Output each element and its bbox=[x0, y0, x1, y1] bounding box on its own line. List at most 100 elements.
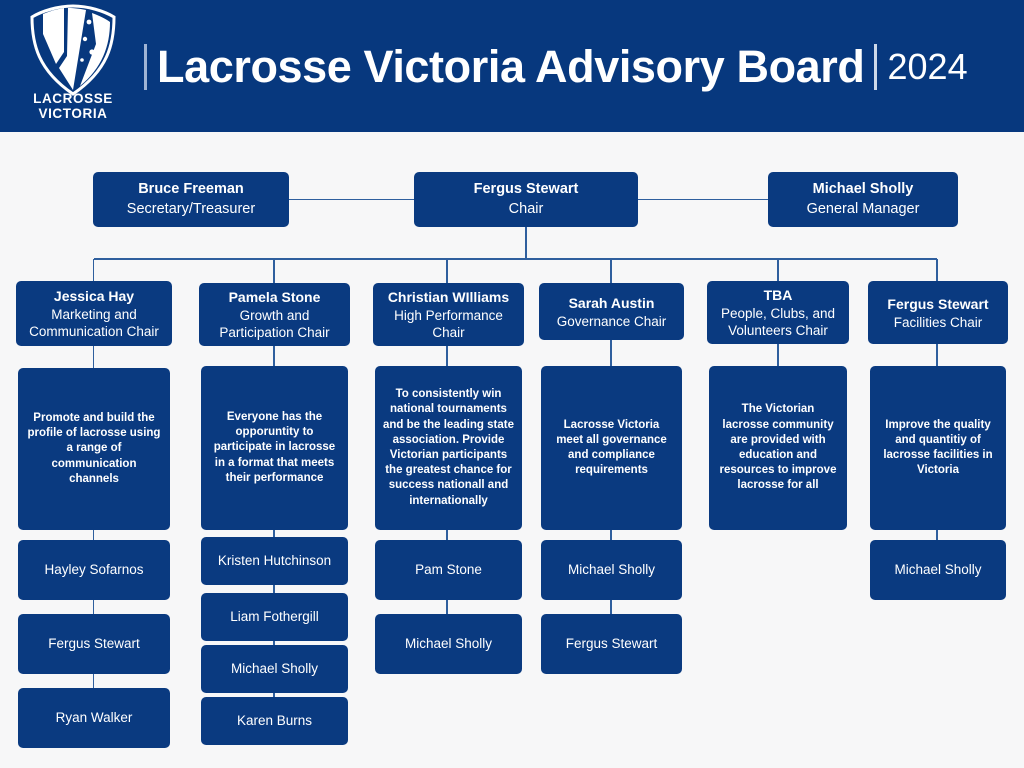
connector-top-left-to-chair bbox=[289, 198, 414, 201]
page-title-row: Lacrosse Victoria Advisory Board 2024 bbox=[144, 36, 968, 98]
mission-text: The Victorian lacrosse community are pro… bbox=[719, 403, 837, 492]
chair-role: Governance Chair bbox=[556, 313, 667, 329]
connector-col2-bus-drop bbox=[446, 259, 448, 283]
connector-col0-member-2-link bbox=[92, 674, 95, 688]
connector-col3-member-1-link bbox=[610, 600, 612, 614]
connector-top-chair-to-right bbox=[638, 198, 768, 201]
connector-col1-member-1-link bbox=[273, 585, 275, 593]
chair-name: Jessica Hay bbox=[53, 288, 135, 304]
member-name: Hayley Sofarnos bbox=[44, 562, 144, 577]
chair-node-4[interactable]: TBA People, Clubs, and Volunteers Chair bbox=[707, 281, 849, 344]
connector-col4-chair-to-mission bbox=[777, 344, 779, 366]
connector-col0-chair-to-mission bbox=[92, 346, 95, 368]
connector-col2-chair-to-mission bbox=[446, 346, 448, 366]
mission-node-1[interactable]: Everyone has the opporuntity to particip… bbox=[201, 366, 348, 530]
logo-wordmark: LACROSSE VICTORIA bbox=[18, 91, 128, 121]
chair-role: Marketing and Communication Chair bbox=[29, 307, 159, 339]
member-name: Karen Burns bbox=[236, 713, 313, 728]
connector-col1-member-3-link bbox=[273, 693, 275, 697]
connector-col3-bus-drop bbox=[610, 259, 612, 283]
connector-col5-bus-drop bbox=[936, 259, 938, 281]
mission-text: Promote and build the profile of lacross… bbox=[27, 411, 161, 485]
connector-col2-member-0-link bbox=[446, 530, 448, 540]
connector-distribution-bus bbox=[93, 258, 937, 260]
member-name: Michael Sholly bbox=[404, 636, 493, 651]
member-name: Pam Stone bbox=[415, 562, 482, 577]
member-node-1-2[interactable]: Michael Sholly bbox=[201, 645, 348, 693]
connector-chair-trunk bbox=[525, 227, 527, 259]
connector-col1-chair-to-mission bbox=[273, 346, 275, 366]
mission-node-3[interactable]: Lacrosse Victoria meet all governance an… bbox=[541, 366, 682, 530]
page-year: 2024 bbox=[887, 46, 968, 87]
logo-line-2: VICTORIA bbox=[38, 105, 108, 121]
chair-name: Fergus Stewart bbox=[887, 295, 989, 312]
mission-node-2[interactable]: To consistently win national tournaments… bbox=[375, 366, 522, 530]
connector-col5-chair-to-mission bbox=[936, 344, 938, 366]
member-node-0-2[interactable]: Ryan Walker bbox=[18, 688, 170, 748]
chair-name: Sarah Austin bbox=[568, 294, 655, 311]
title-left-divider bbox=[144, 44, 147, 90]
connector-col1-member-2-link bbox=[273, 641, 275, 645]
member-name: Fergus Stewart bbox=[565, 636, 658, 651]
member-node-1-1[interactable]: Liam Fothergill bbox=[201, 593, 348, 641]
member-name: Michael Sholly bbox=[567, 562, 656, 577]
mission-node-4[interactable]: The Victorian lacrosse community are pro… bbox=[709, 366, 847, 530]
connector-col3-chair-to-mission bbox=[610, 340, 612, 366]
member-name: Michael Sholly bbox=[230, 661, 319, 676]
lacrosse-victoria-logo: LACROSSE VICTORIA bbox=[18, 4, 128, 128]
connector-col0-member-1-link bbox=[92, 600, 95, 614]
member-node-2-0[interactable]: Pam Stone bbox=[375, 540, 522, 600]
shield-southern-cross-icon bbox=[30, 4, 116, 96]
chair-name: Christian WIlliams bbox=[387, 289, 510, 305]
member-node-5-0[interactable]: Michael Sholly bbox=[870, 540, 1006, 600]
member-name: Liam Fothergill bbox=[230, 609, 319, 624]
connector-col0-member-0-link bbox=[92, 530, 95, 540]
connector-col3-member-0-link bbox=[610, 530, 612, 540]
member-name: Michael Sholly bbox=[894, 562, 982, 577]
page-header-banner: LACROSSE VICTORIA Lacrosse Victoria Advi… bbox=[0, 0, 1024, 132]
title-right-divider bbox=[873, 44, 877, 90]
member-name: Fergus Stewart bbox=[48, 636, 140, 651]
chair-name: TBA bbox=[763, 287, 793, 303]
mission-text: Improve the quality and quantitiy of lac… bbox=[883, 418, 993, 477]
member-name: Kristen Hutchinson bbox=[217, 553, 332, 568]
mission-text: To consistently win national tournaments… bbox=[383, 388, 514, 507]
chair-role: People, Clubs, and Volunteers Chair bbox=[720, 306, 836, 338]
member-name: Ryan Walker bbox=[55, 710, 133, 725]
connector-col5-member-0-link bbox=[936, 530, 938, 540]
node-role: Chair bbox=[508, 201, 544, 217]
page-title: Lacrosse Victoria Advisory Board bbox=[157, 41, 865, 92]
member-node-3-1[interactable]: Fergus Stewart bbox=[541, 614, 682, 674]
chair-role: Growth and Participation Chair bbox=[219, 308, 330, 340]
connector-col1-member-0-link bbox=[273, 530, 275, 537]
node-role: Secretary/Treasurer bbox=[126, 201, 256, 217]
member-node-2-1[interactable]: Michael Sholly bbox=[375, 614, 522, 674]
member-node-1-3[interactable]: Karen Burns bbox=[201, 697, 348, 745]
member-node-3-0[interactable]: Michael Sholly bbox=[541, 540, 682, 600]
chair-role: High Performance Chair bbox=[394, 308, 503, 340]
chair-name: Pamela Stone bbox=[228, 289, 321, 305]
logo-line-1: LACROSSE bbox=[33, 91, 113, 106]
member-node-0-0[interactable]: Hayley Sofarnos bbox=[18, 540, 170, 600]
node-name: Michael Sholly bbox=[812, 181, 914, 197]
member-node-0-1[interactable]: Fergus Stewart bbox=[18, 614, 170, 674]
connector-col4-bus-drop bbox=[777, 259, 779, 281]
node-name: Fergus Stewart bbox=[473, 181, 579, 197]
member-node-1-0[interactable]: Kristen Hutchinson bbox=[201, 537, 348, 585]
mission-node-5[interactable]: Improve the quality and quantitiy of lac… bbox=[870, 366, 1006, 530]
mission-node-0[interactable]: Promote and build the profile of lacross… bbox=[18, 368, 170, 530]
node-role: General Manager bbox=[806, 201, 920, 217]
mission-text: Lacrosse Victoria meet all governance an… bbox=[556, 418, 667, 477]
connector-col2-member-1-link bbox=[446, 600, 448, 614]
mission-text: Everyone has the opporuntity to particip… bbox=[213, 410, 336, 484]
node-name: Bruce Freeman bbox=[138, 181, 244, 197]
